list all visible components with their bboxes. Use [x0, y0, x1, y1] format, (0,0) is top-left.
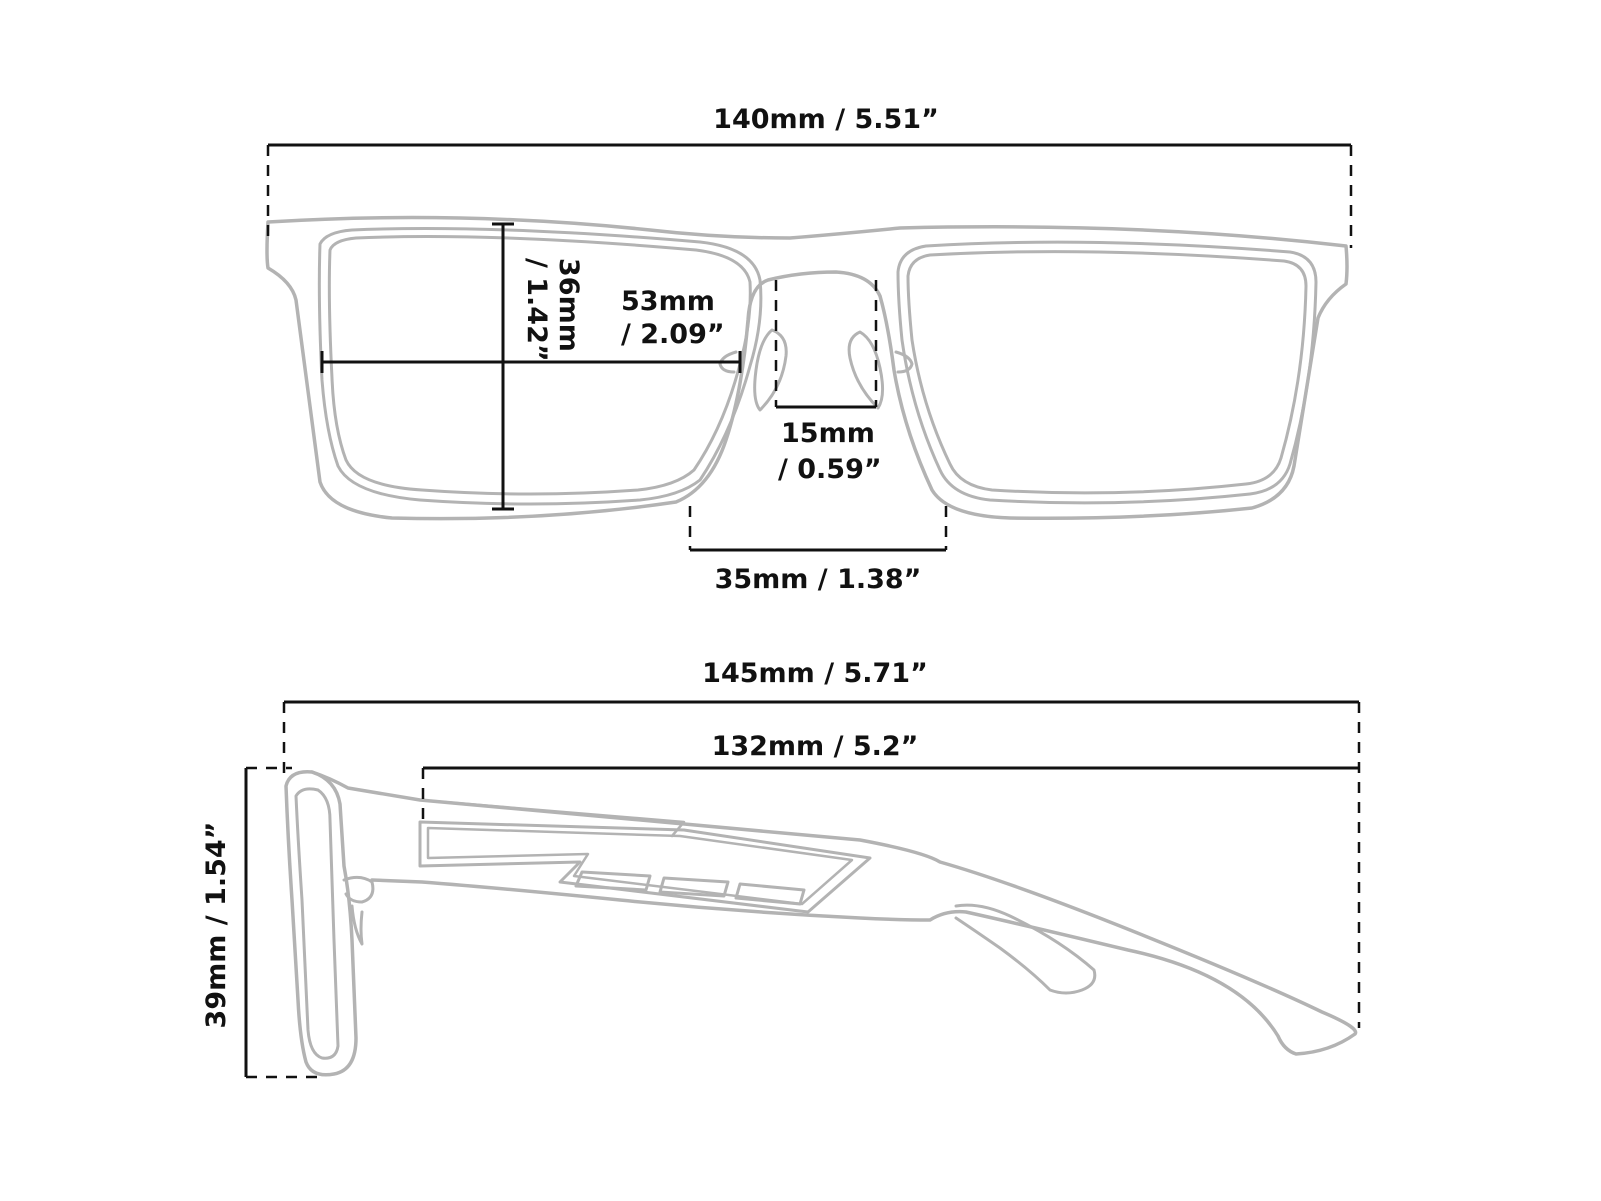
front-labels: 140mm / 5.51” 36mm / 1.42” 53mm / 2.09” … — [521, 104, 939, 595]
front-right-lens-rim — [896, 240, 1318, 505]
bridge-label-in: / 0.59” — [778, 454, 882, 485]
front-left-lens-inner — [327, 235, 752, 496]
side-temple-panel-inner — [426, 826, 854, 906]
side-dimensions — [244, 700, 1361, 1079]
pad-distance-label: 35mm / 1.38” — [715, 564, 922, 595]
side-labels: 145mm / 5.71” 132mm / 5.2” 39mm / 1.54” — [201, 658, 928, 1028]
front-left-nose-pad — [753, 328, 788, 412]
side-view — [284, 770, 1358, 1077]
lens-height-label-in: / 1.42” — [521, 258, 552, 362]
front-right-pad-arm — [894, 350, 914, 374]
front-right-nose-pad — [847, 330, 885, 410]
side-front-inner — [294, 787, 340, 1060]
front-right-lens-inner — [906, 250, 1308, 495]
front-dimensions — [266, 143, 1353, 552]
side-hinge — [342, 875, 375, 904]
lens-height-label-group: 36mm / 1.42” — [521, 258, 584, 362]
lens-height-label-mm: 36mm — [553, 258, 584, 352]
lens-width-label-in: / 2.09” — [621, 319, 725, 350]
side-vent-1 — [574, 870, 652, 892]
temple-overall-label: 145mm / 5.71” — [702, 658, 928, 689]
side-temple-panel-outer — [418, 820, 872, 914]
side-temple-top-line — [418, 798, 686, 838]
front-view — [265, 215, 1349, 521]
side-temple-tip — [954, 903, 1097, 995]
front-left-pad-arm — [718, 350, 738, 374]
total-width-label: 140mm / 5.51” — [713, 104, 939, 135]
bridge-label-mm: 15mm — [781, 418, 875, 449]
front-left-lens-rim — [317, 227, 763, 506]
side-vent-2 — [658, 876, 730, 898]
front-frame-outline — [265, 215, 1349, 521]
temple-inner-label: 132mm / 5.2” — [712, 731, 919, 762]
side-temple-arm — [310, 770, 1358, 1056]
lens-width-label-mm: 53mm — [621, 286, 715, 317]
frame-height-label: 39mm / 1.54” — [201, 822, 232, 1029]
side-vent-3 — [734, 882, 806, 906]
side-pad-arm — [350, 904, 364, 946]
